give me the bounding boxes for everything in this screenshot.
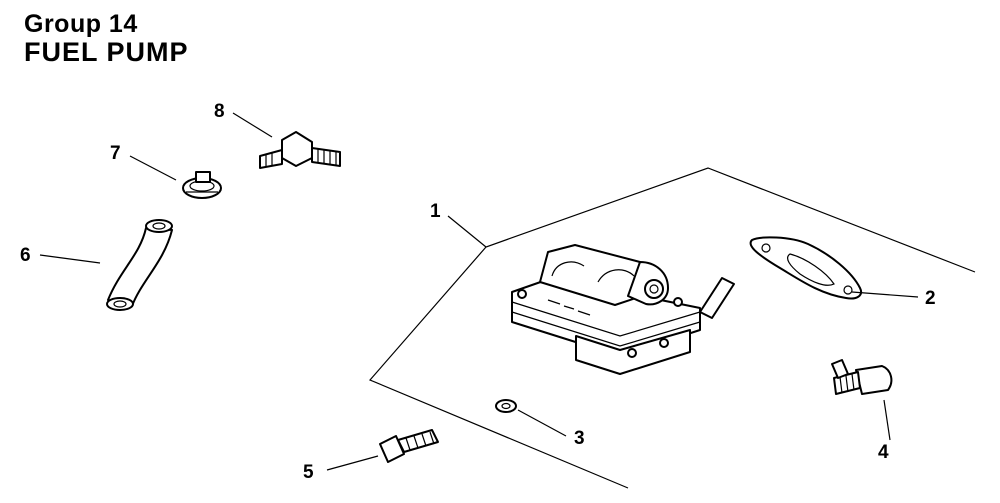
- callout-6: 6: [20, 245, 31, 266]
- part-5-screw[interactable]: [379, 429, 439, 463]
- part-4-elbow-fitting[interactable]: [831, 359, 893, 395]
- group-title: Group 14: [24, 10, 138, 38]
- part-8-elbow-fitting[interactable]: [259, 131, 341, 169]
- leader-lines: [39, 112, 919, 471]
- callout-2: 2: [925, 288, 936, 309]
- callout-3: 3: [574, 428, 585, 449]
- page-title: FUEL PUMP: [24, 37, 189, 67]
- callout-8: 8: [214, 101, 225, 122]
- part-2-gasket[interactable]: [749, 236, 862, 300]
- part-3-washer[interactable]: [495, 399, 517, 413]
- callout-5: 5: [303, 462, 314, 483]
- part-7-hose-clamp[interactable]: [182, 171, 222, 199]
- part-1-fuel-pump[interactable]: [511, 244, 735, 375]
- callout-numbers: 8 7 6 1 2 3 4 5: [20, 101, 936, 483]
- callout-4: 4: [878, 442, 889, 463]
- callout-7: 7: [110, 143, 121, 164]
- callout-1: 1: [430, 201, 441, 222]
- part-6-hose[interactable]: [106, 219, 173, 311]
